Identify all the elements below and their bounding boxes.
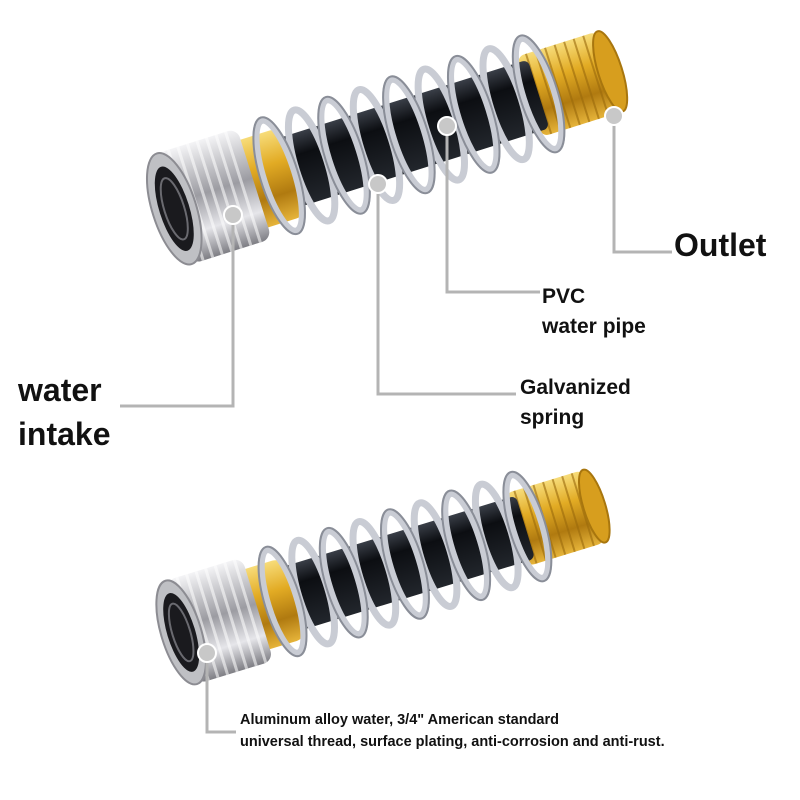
label-intake-line1: water [18,372,102,408]
dot-spring [368,174,388,194]
label-spring-line1: Galvanized [520,376,631,399]
label-spring-line2: spring [520,406,585,430]
dot-caption [197,643,217,663]
label-outlet: Outlet [674,227,767,263]
dot-pvc [437,116,457,136]
dot-intake [223,205,243,225]
leader-caption [205,653,236,734]
label-pvc-line1: PVC [542,285,586,308]
leader-pvc [445,126,540,294]
chrome-female-nut [145,130,270,266]
label-intake-line2: intake [18,416,111,453]
leader-lines-bottom [205,653,236,734]
chrome-female-nut [155,559,271,686]
leader-spring [376,184,516,396]
label-water-intake: water intake [18,368,110,456]
hose-protector-bottom [155,468,611,686]
leader-outlet [612,116,672,254]
caption-material-description: Aluminum alloy water, 3/4" American stan… [240,709,665,754]
leader-dots-top [223,106,624,225]
hose-protector-top [145,30,629,266]
leader-intake [120,215,235,408]
caption-line2: universal thread, surface plating, anti-… [240,734,665,751]
caption-line1: Aluminum alloy water, 3/4" American stan… [240,712,559,728]
leader-lines-top [120,116,672,408]
label-pvc-line2: water pipe [542,315,646,339]
dot-outlet [604,106,624,126]
label-pvc-water-pipe: PVC water pipe [542,282,646,343]
label-galvanized-spring: Galvanized spring [520,373,631,434]
